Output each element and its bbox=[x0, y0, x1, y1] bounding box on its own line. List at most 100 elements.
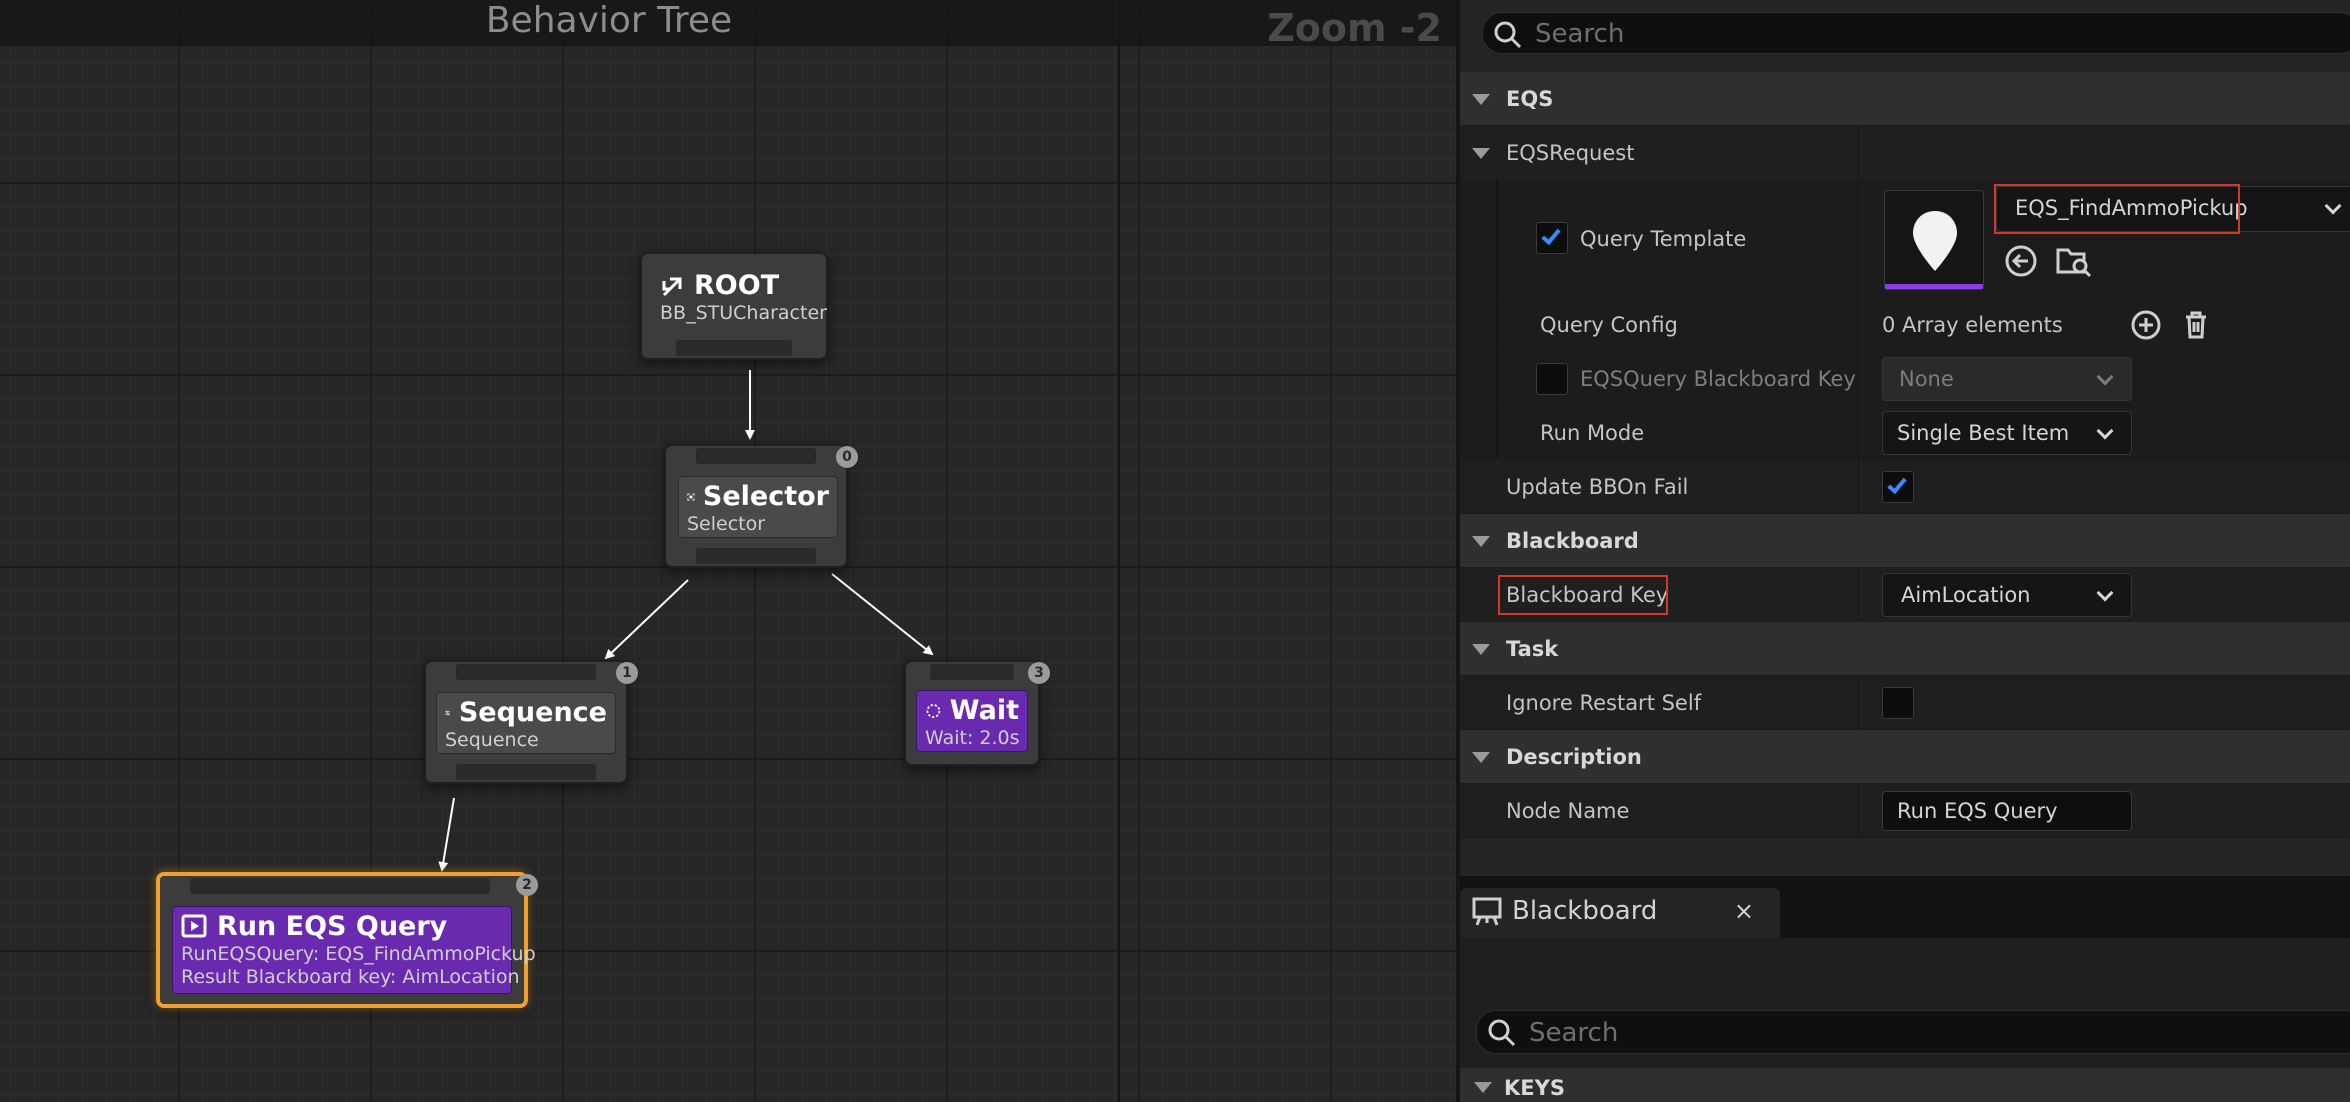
graph-header: Behavior Tree Zoom -2 bbox=[0, 0, 1456, 50]
behavior-tree-graph[interactable]: ROOT BB_STUCharacter Selector Selector 0 bbox=[0, 0, 1456, 1102]
details-search-placeholder: Search bbox=[1535, 19, 1625, 49]
details-panel: Search EQS EQSRequest Query Template bbox=[1456, 0, 2350, 1102]
blackboard-search-input[interactable]: Search bbox=[1476, 1010, 2350, 1054]
wait-index-badge: 3 bbox=[1028, 662, 1050, 684]
wait-input-pin[interactable] bbox=[930, 664, 1014, 680]
run-eqs-line1: RunEQSQuery: EQS_FindAmmoPickup bbox=[181, 943, 536, 965]
close-icon[interactable]: × bbox=[1733, 897, 1754, 925]
run-eqs-input-pin[interactable] bbox=[190, 878, 490, 894]
sequence-subtitle: Sequence bbox=[445, 729, 539, 751]
prop-query-config: Query Config 0 Array elements bbox=[1460, 298, 2350, 352]
blackboard-key-dropdown[interactable]: AimLocation bbox=[1882, 573, 2132, 617]
run-mode-label: Run Mode bbox=[1540, 421, 1645, 445]
prop-eqsquery-blackboard-key: EQSQuery Blackboard Key None bbox=[1460, 352, 2350, 406]
sequence-output-pin[interactable] bbox=[456, 764, 596, 780]
blackboard-search-placeholder: Search bbox=[1529, 1018, 1619, 1048]
search-icon bbox=[1494, 21, 1522, 49]
query-config-value: 0 Array elements bbox=[1882, 313, 2063, 337]
edge-sequence-runeqs bbox=[438, 797, 455, 872]
wait-icon bbox=[926, 704, 941, 718]
root-subtitle: BB_STUCharacter bbox=[660, 302, 827, 324]
eqsquery-bb-key-value: None bbox=[1899, 367, 1954, 391]
collapse-arrow-icon[interactable] bbox=[1474, 1082, 1492, 1093]
update-bb-on-fail-checkbox[interactable] bbox=[1882, 471, 1914, 503]
eqsquery-bb-key-dropdown[interactable]: None bbox=[1882, 357, 2132, 401]
selector-node[interactable]: Selector Selector 0 bbox=[664, 444, 858, 568]
query-template-label: Query Template bbox=[1580, 227, 1747, 251]
collapse-arrow-icon[interactable] bbox=[1472, 94, 1490, 105]
edge-selector-wait bbox=[831, 573, 934, 656]
add-element-icon[interactable] bbox=[2130, 309, 2162, 341]
prop-blackboard-key: Blackboard Key AimLocation bbox=[1460, 568, 2350, 622]
collapse-arrow-icon[interactable] bbox=[1472, 752, 1490, 763]
run-mode-dropdown[interactable]: Single Best Item bbox=[1882, 411, 2132, 455]
graph-edges bbox=[438, 370, 934, 872]
collapse-arrow-icon[interactable] bbox=[1472, 148, 1490, 159]
blackboard-key-value: AimLocation bbox=[1901, 583, 2031, 607]
prop-update-bb-on-fail: Update BBOn Fail bbox=[1460, 460, 2350, 514]
category-blackboard[interactable]: Blackboard bbox=[1460, 514, 2350, 568]
prop-query-template: Query Template EQS_FindAmmoPickup bbox=[1460, 180, 2350, 298]
graph-title: Behavior Tree bbox=[485, 0, 733, 41]
blackboard-tab-label: Blackboard bbox=[1512, 896, 1658, 926]
category-eqs-request-label: EQSRequest bbox=[1506, 141, 1635, 165]
root-node[interactable]: ROOT BB_STUCharacter bbox=[640, 252, 828, 360]
prop-ignore-restart-self: Ignore Restart Self bbox=[1460, 676, 2350, 730]
root-output-pin[interactable] bbox=[676, 340, 792, 356]
blackboard-tab[interactable]: Blackboard × bbox=[1460, 888, 1780, 938]
highlight-blackboard-key bbox=[1498, 575, 1668, 615]
sequence-index-badge: 1 bbox=[616, 662, 638, 684]
ignore-restart-self-checkbox[interactable] bbox=[1882, 687, 1914, 719]
run-eqs-query-node[interactable]: Run EQS Query RunEQSQuery: EQS_FindAmmoP… bbox=[156, 872, 538, 1008]
category-eqs[interactable]: EQS bbox=[1460, 72, 2350, 126]
category-task[interactable]: Task bbox=[1460, 622, 2350, 676]
sequence-icon bbox=[445, 710, 450, 716]
zoom-label: Zoom -2 bbox=[1267, 6, 1442, 50]
root-icon bbox=[662, 277, 682, 297]
node-name-label: Node Name bbox=[1506, 799, 1630, 823]
trash-icon[interactable] bbox=[2180, 309, 2212, 341]
category-task-label: Task bbox=[1506, 637, 1559, 661]
blackboard-panel-body: Search KEYS bbox=[1460, 938, 2350, 1102]
prop-run-mode: Run Mode Single Best Item bbox=[1460, 406, 2350, 460]
ignore-restart-self-label: Ignore Restart Self bbox=[1506, 691, 1702, 715]
query-template-thumbnail[interactable] bbox=[1884, 190, 1984, 290]
node-name-input[interactable]: Run EQS Query bbox=[1882, 791, 2132, 831]
wait-node[interactable]: Wait Wait: 2.0s 3 bbox=[904, 660, 1050, 766]
sequence-node[interactable]: Sequence Sequence 1 bbox=[424, 660, 638, 784]
eqsquery-bb-key-checkbox[interactable] bbox=[1536, 363, 1568, 395]
blackboard-icon bbox=[1472, 897, 1502, 926]
blackboard-key-label: Blackboard Key bbox=[1506, 583, 1669, 607]
update-bb-on-fail-label: Update BBOn Fail bbox=[1506, 475, 1689, 499]
category-keys[interactable]: KEYS bbox=[1460, 1068, 2350, 1102]
keys-label: KEYS bbox=[1504, 1076, 1565, 1100]
run-eqs-icon bbox=[181, 914, 207, 938]
selector-subtitle: Selector bbox=[687, 513, 766, 535]
selector-output-pin[interactable] bbox=[696, 548, 816, 564]
query-template-checkbox[interactable] bbox=[1536, 222, 1568, 254]
browse-asset-icon[interactable] bbox=[2056, 244, 2094, 278]
query-template-value: EQS_FindAmmoPickup bbox=[2015, 196, 2248, 220]
prop-node-name: Node Name Run EQS Query bbox=[1460, 784, 2350, 838]
wait-title: Wait bbox=[949, 695, 1019, 726]
category-description-label: Description bbox=[1506, 745, 1642, 769]
selector-input-pin[interactable] bbox=[696, 448, 816, 464]
collapse-arrow-icon[interactable] bbox=[1472, 644, 1490, 655]
graph-splitter bbox=[1118, 0, 1120, 1102]
category-eqs-request[interactable]: EQSRequest bbox=[1460, 126, 2350, 180]
query-template-asset-dropdown[interactable]: EQS_FindAmmoPickup bbox=[1996, 186, 2350, 232]
selector-index-badge: 0 bbox=[836, 446, 858, 468]
selector-icon bbox=[687, 493, 695, 501]
collapse-arrow-icon[interactable] bbox=[1472, 536, 1490, 547]
selector-title: Selector bbox=[702, 481, 829, 512]
details-search-input[interactable]: Search bbox=[1482, 12, 2350, 54]
blackboard-tab-strip: Blackboard × bbox=[1460, 876, 2350, 938]
edge-selector-sequence bbox=[604, 579, 689, 660]
use-selected-asset-icon[interactable] bbox=[2004, 244, 2038, 278]
sequence-input-pin[interactable] bbox=[456, 664, 596, 680]
root-title: ROOT bbox=[694, 270, 780, 301]
category-description[interactable]: Description bbox=[1460, 730, 2350, 784]
node-name-value: Run EQS Query bbox=[1897, 799, 2058, 823]
search-icon bbox=[1488, 1019, 1516, 1047]
